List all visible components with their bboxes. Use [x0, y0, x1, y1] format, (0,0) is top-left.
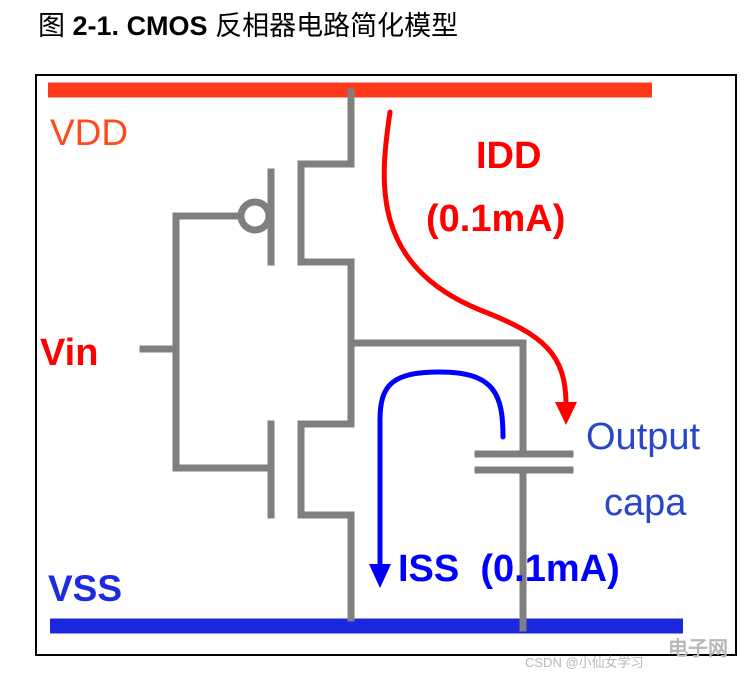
nmos-transistor-icon [267, 420, 355, 519]
idd-current-arrow [381, 109, 577, 425]
vss-label: VSS [48, 568, 123, 609]
figure-title-cmos: CMOS [126, 11, 208, 41]
figure-title-prefix: 图 [38, 11, 65, 41]
watermark-site: 电子网 [668, 638, 728, 660]
diagram-frame [35, 74, 737, 656]
pmos-transistor-icon [237, 160, 355, 266]
output-capa-label-line2: capa [604, 482, 687, 524]
figure-title-text: 反相器电路简化模型 [215, 11, 459, 41]
idd-value-label: (0.1mA) [426, 198, 566, 240]
output-capa-label-line1: Output [586, 416, 701, 458]
watermark-csdn: CSDN @小仙女学习 [525, 655, 644, 670]
iss-current-arrow [369, 369, 506, 588]
capacitor-icon [474, 450, 574, 474]
iss-label: ISS (0.1mA) [398, 548, 620, 590]
vin-label: Vin [40, 332, 99, 374]
figure-title-number: 2-1. [72, 11, 120, 41]
idd-label: IDD [476, 135, 542, 177]
vdd-label: VDD [50, 112, 129, 153]
circuit-wires [139, 88, 574, 632]
figure-title: 图 2-1. CMOS 反相器电路简化模型 [38, 4, 458, 43]
